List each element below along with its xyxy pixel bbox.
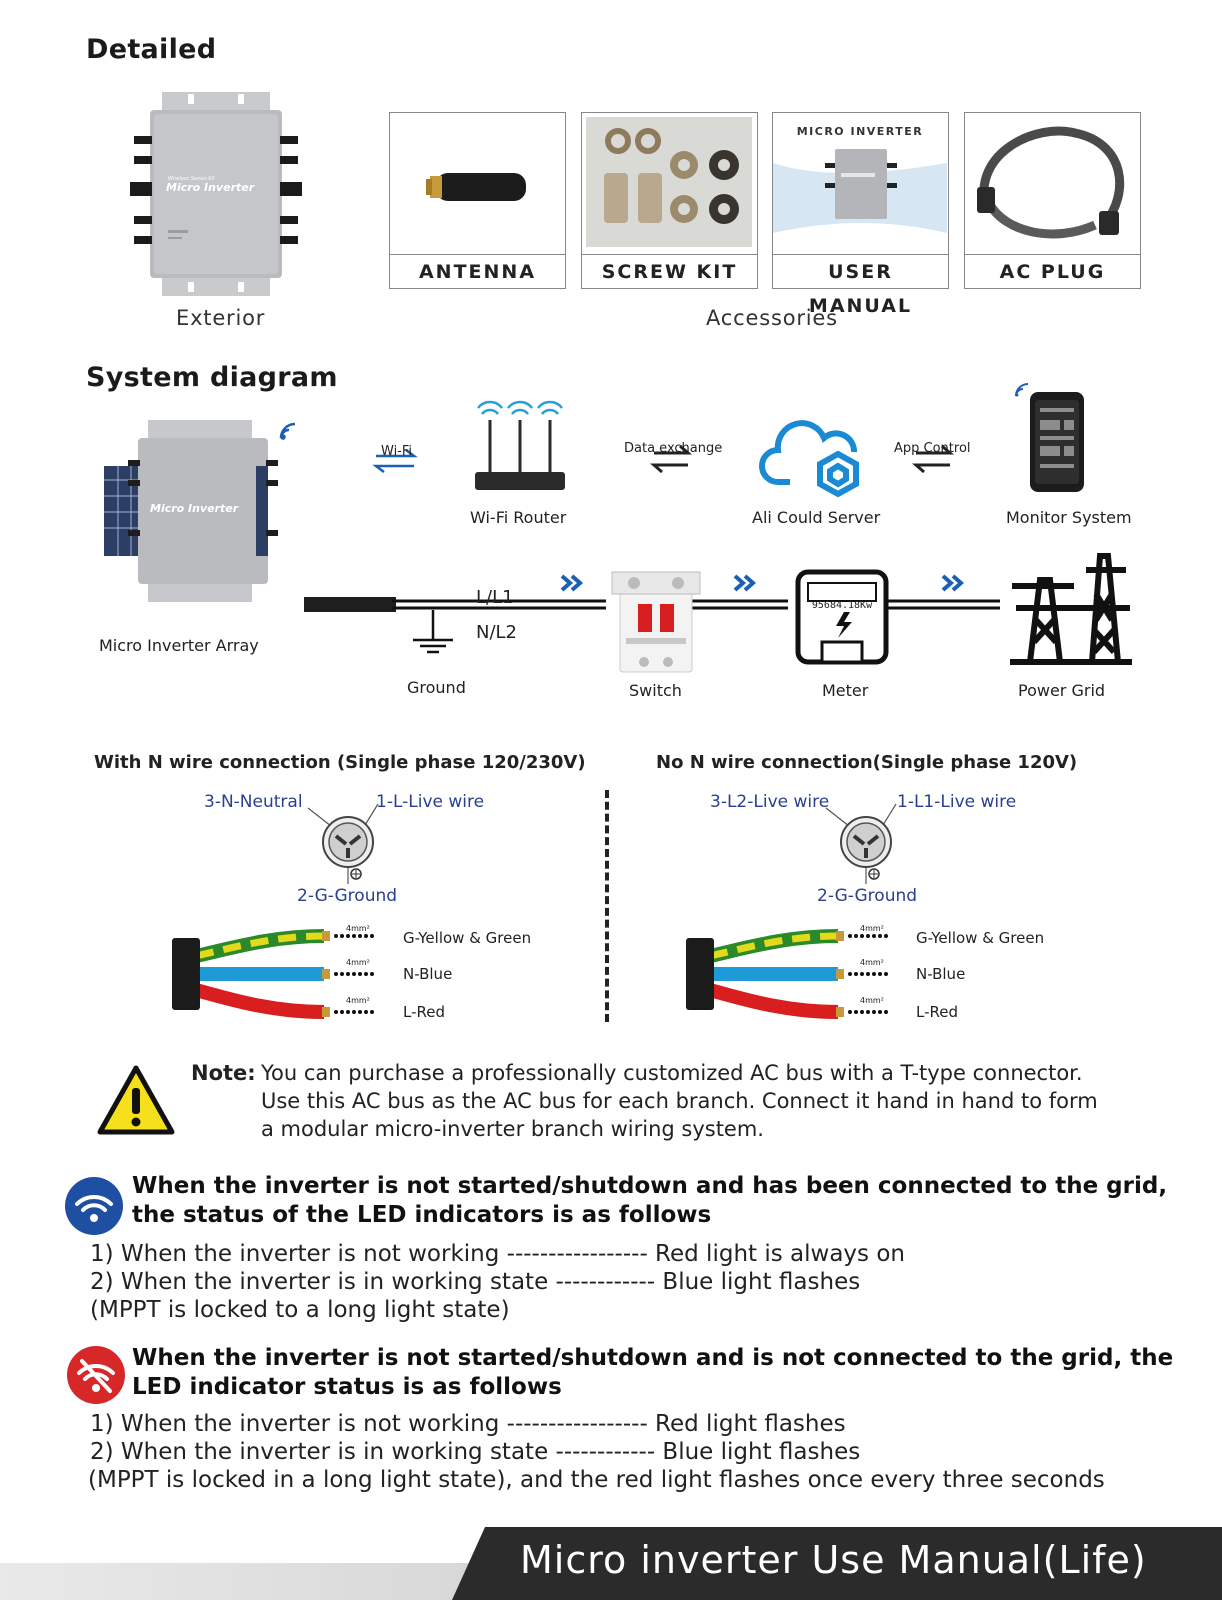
footer-banner [0,1527,1222,1600]
left-pin-live-label: 1-L-Live wire [376,792,485,812]
line-l1-label: L/L1 [476,587,514,608]
led-nogrid-heading-2: LED indicator status is as follows [132,1374,562,1400]
left-wire-label: N-Blue [403,965,453,983]
flow-arrow-icon [733,574,757,592]
led-nogrid-item-2: 2) When the inverter is in working state… [90,1439,861,1465]
left-wire-label: L-Red [403,1003,446,1021]
led-grid-heading-1: When the inverter is not started/shutdow… [132,1173,1168,1199]
accessories-caption: Accessories [706,306,838,330]
accessory-label: USER MANUAL [773,254,948,317]
accessory-label: ANTENNA [390,254,565,288]
right-wire-label: L-Red [916,1003,959,1021]
note-prefix: Note: [191,1061,256,1085]
left-connection-title: With N wire connection (Single phase 120… [94,752,586,773]
manual-header: MICRO INVERTER [797,125,924,138]
left-pin-ground-label: 2-G-Ground [297,886,398,906]
led-nogrid-item-1: 1) When the inverter is not working ----… [90,1411,846,1437]
flow-arrow-icon [941,574,965,592]
switch-breaker-icon [611,571,701,673]
inverter-exterior-image: Wireless Series-XX Micro Inverter [128,90,304,298]
accessory-antenna: ANTENNA [389,112,566,289]
led-grid-heading-2: the status of the LED indicators is as f… [132,1202,712,1228]
data-exchange-label: Data exchange [624,441,723,456]
system-diagram: Micro Inverter [0,380,1222,710]
wifi-connected-icon [64,1176,124,1236]
app-control-arrow-icon [912,444,954,474]
connection-divider [605,790,609,1022]
section-title-detailed: Detailed [86,34,217,65]
monitor-system-label: Monitor System [1006,508,1132,527]
router-label: Wi-Fi Router [470,508,567,527]
note-line-1: You can purchase a professionally custom… [261,1061,1083,1085]
left-connector-face-icon [300,800,400,890]
left-wire-size: 4mm² [346,958,370,967]
wifi-disconnected-icon [66,1345,126,1405]
inverter-array-label: Micro Inverter Array [99,636,259,655]
accessory-label: AC PLUG [965,254,1140,288]
meter-reading: 95684.18Kw [811,600,873,611]
accessory-screw-kit: SCREW KIT [581,112,758,289]
right-pin-l2-label: 3-L2-Live wire [710,792,830,812]
left-wire-label: G-Yellow & Green [403,929,532,947]
right-wire-label: G-Yellow & Green [916,929,1045,947]
exterior-label-small: Wireless Series-XX [168,176,215,182]
section-title-system-diagram: System diagram [86,362,338,393]
left-cable-wires-icon [172,918,402,1028]
user-manual-image: MICRO INVERTER [773,125,947,233]
ac-plug-image [977,126,1125,239]
accessory-label: SCREW KIT [582,254,757,288]
note-line-3: a modular micro-inverter branch wiring s… [261,1117,764,1141]
flow-arrow-icon [560,574,584,592]
cloud-server-label: Ali Could Server [752,508,881,527]
right-pin-ground-label: 2-G-Ground [817,886,918,906]
exterior-caption: Exterior [176,306,266,330]
ground-label: Ground [407,678,466,697]
array-inverter-label: Micro Inverter [150,502,239,515]
note-line-2: Use this AC bus as the AC bus for each b… [261,1089,1098,1113]
antenna-image [426,173,526,201]
data-exchange-arrow-icon [650,444,692,474]
app-control-label: App Control [894,441,971,456]
left-wire-size: 4mm² [346,924,370,933]
meter-label: Meter [822,681,869,700]
led-grid-item-1: 1) When the inverter is not working ----… [90,1241,905,1267]
right-wire-label: N-Blue [916,965,966,983]
footer-title: Micro inverter Use Manual(Life) [520,1538,1147,1582]
wifi-signal-icon [279,422,296,440]
screw-kit-image [586,117,752,247]
right-wire-size: 4mm² [860,996,884,1005]
left-wire-size: 4mm² [346,996,370,1005]
accessory-ac-plug: AC PLUG [964,112,1141,289]
wifi-router-icon [475,400,565,490]
left-pin-neutral-label: 3-N-Neutral [204,792,303,812]
inverter-array-image: Micro Inverter [104,420,278,602]
right-connection-title: No N wire connection(Single phase 120V) [656,752,1078,773]
power-grid-tower-icon [1010,553,1132,665]
led-nogrid-heading-1: When the inverter is not started/shutdow… [132,1345,1174,1371]
power-grid-label: Power Grid [1018,681,1106,700]
led-nogrid-item-3: (MPPT is locked in a long light state), … [88,1467,1105,1493]
right-connector-face-icon [818,800,918,890]
power-line [304,597,1000,654]
cloud-server-icon [759,420,859,498]
meter-icon [795,569,889,665]
led-grid-item-2: 2) When the inverter is in working state… [90,1269,861,1295]
wifi-exchange-arrow-icon [372,449,418,473]
monitor-phone-icon [1015,383,1084,492]
led-grid-item-3: (MPPT is locked to a long light state) [90,1297,510,1323]
right-pin-l1-label: 1-L1-Live wire [897,792,1017,812]
switch-label: Switch [629,681,682,700]
exterior-label-main: Micro Inverter [166,181,255,194]
wifi-label: Wi-Fi [381,444,413,459]
line-n-l2-label: N/L2 [476,622,518,643]
warning-triangle-icon [96,1064,176,1136]
right-wire-size: 4mm² [860,924,884,933]
right-wire-size: 4mm² [860,958,884,967]
accessory-user-manual: MICRO INVERTER USER MANUAL [772,112,949,317]
right-cable-wires-icon [686,918,916,1028]
